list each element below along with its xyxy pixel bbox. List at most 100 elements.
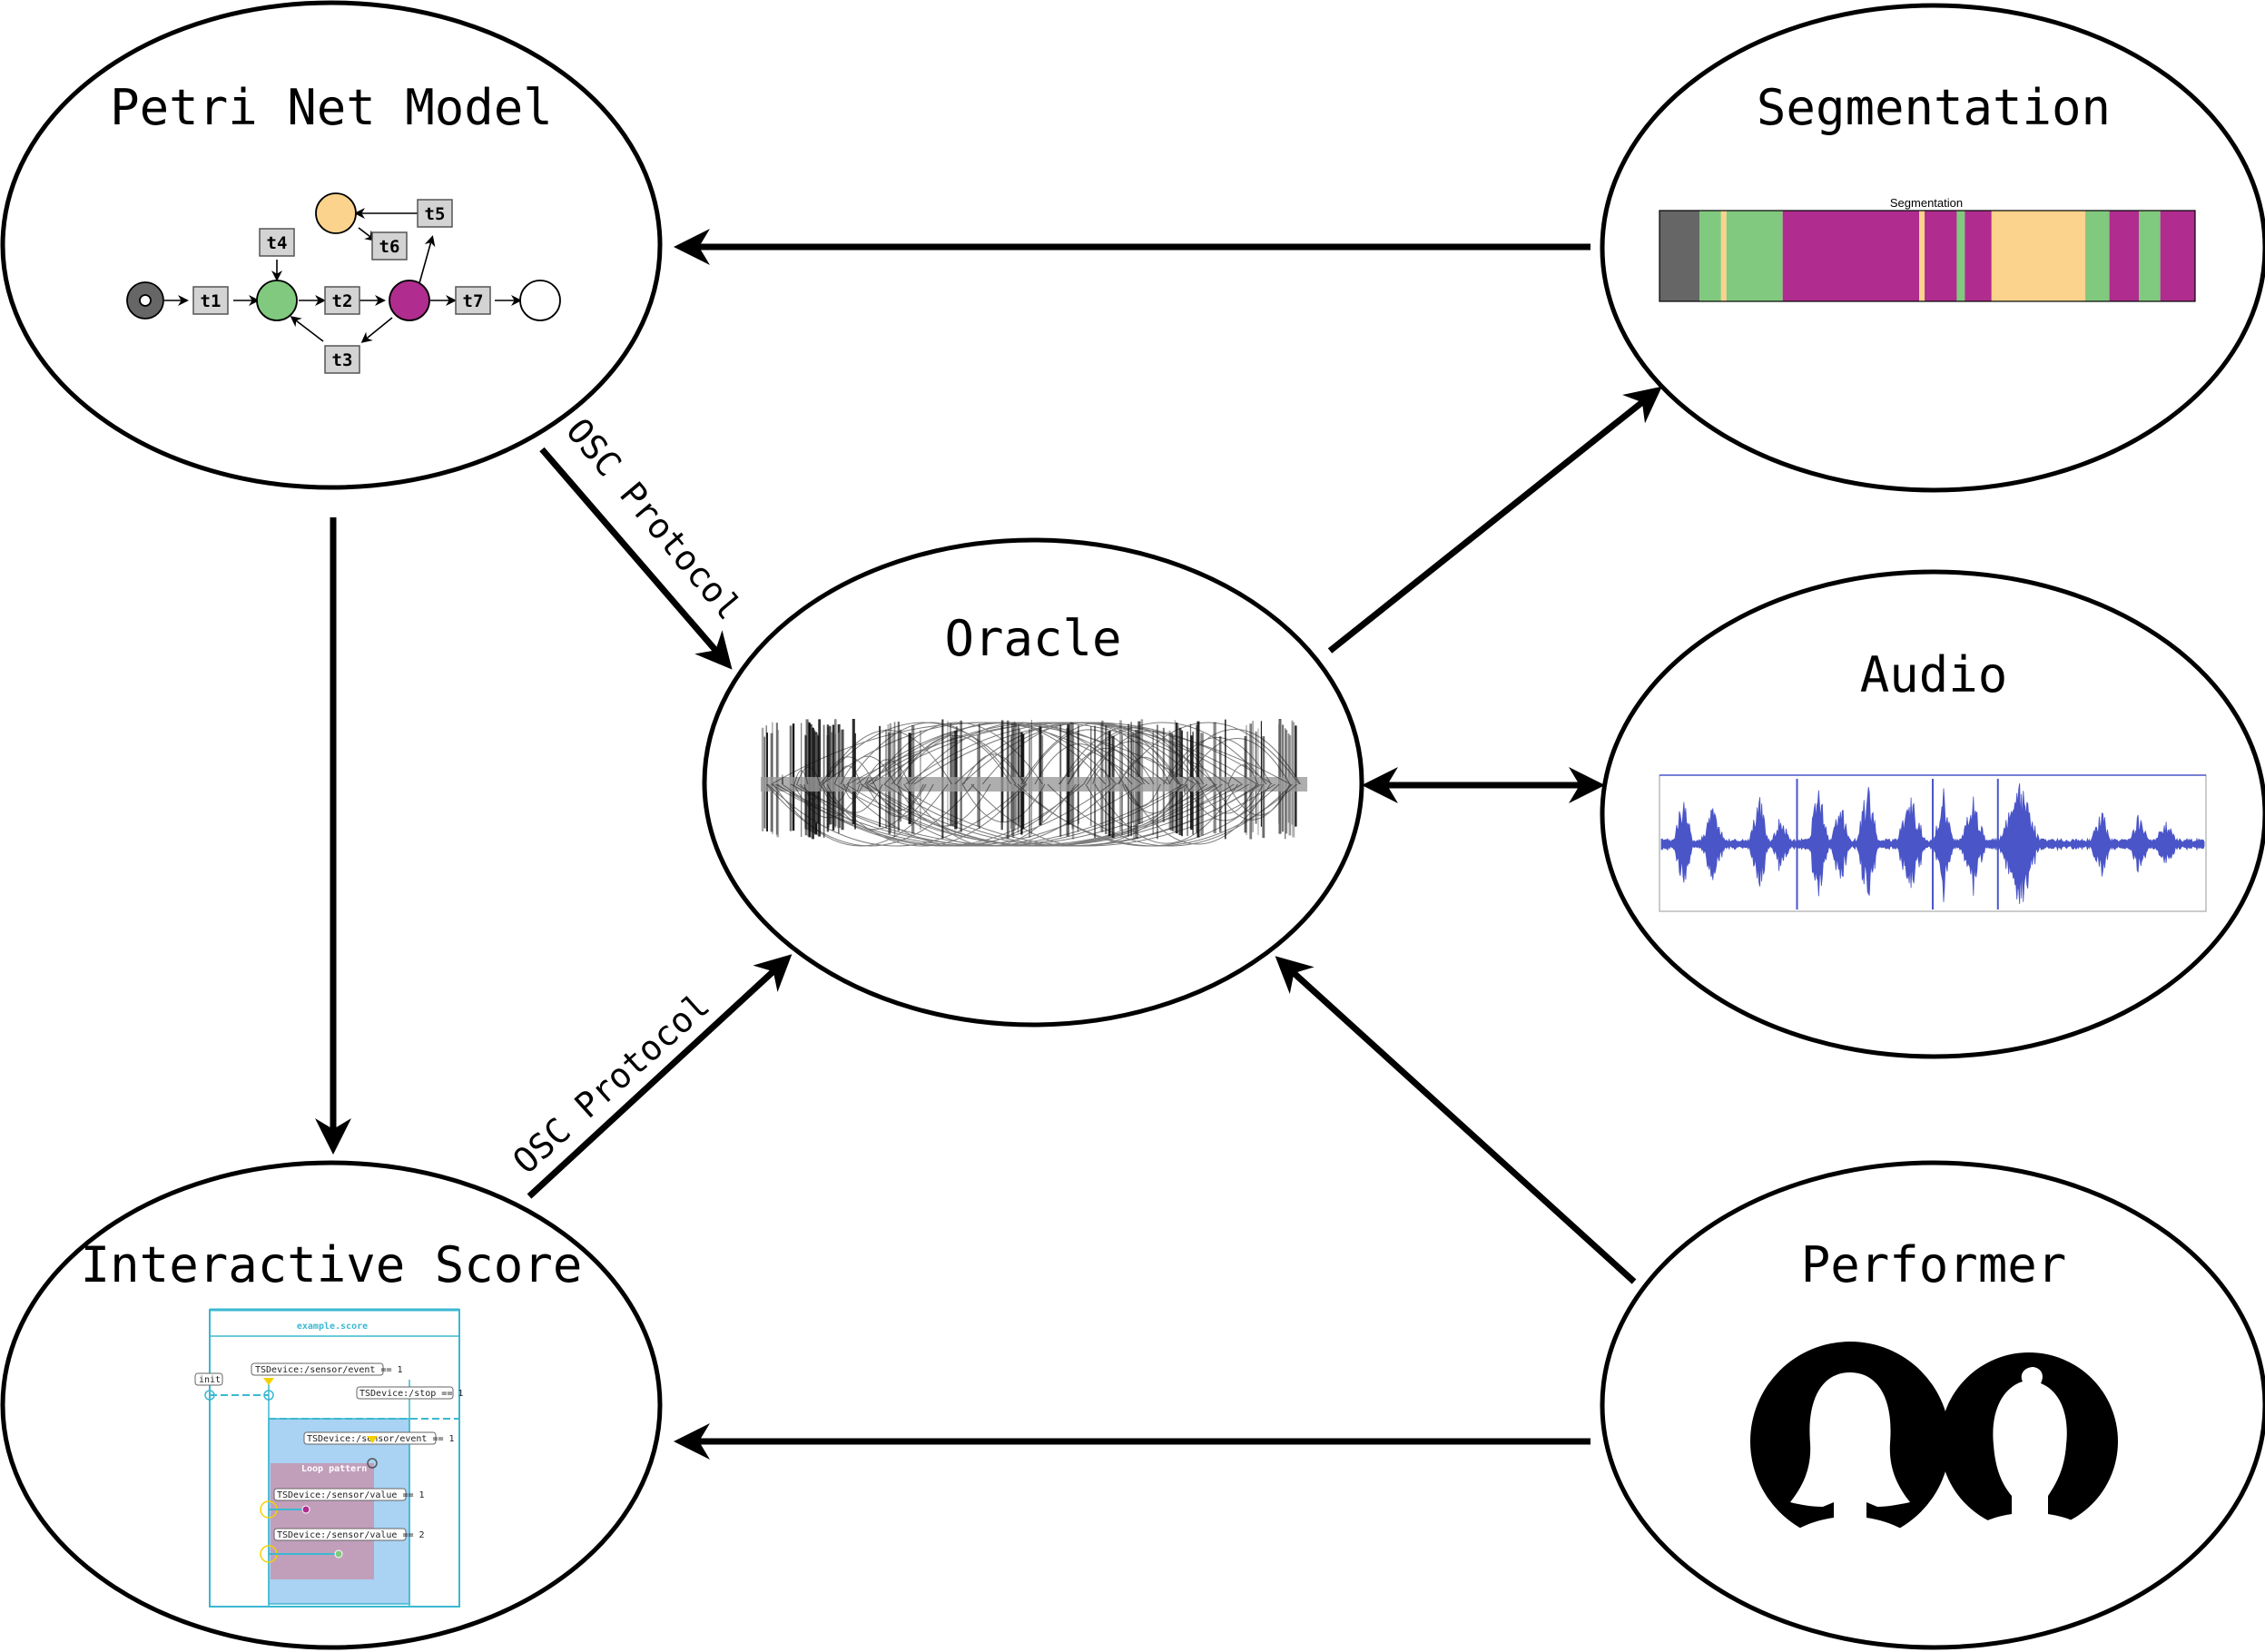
segment-magenta bbox=[1782, 211, 1920, 301]
transition-t5 bbox=[417, 199, 453, 228]
label-t7: t7 bbox=[463, 291, 484, 311]
oracle-arc bbox=[1168, 728, 1301, 785]
oracle-arc bbox=[913, 722, 1273, 785]
oracle-arc bbox=[1083, 741, 1181, 785]
segmentation-chart-title: Segmentation bbox=[1890, 196, 1963, 210]
score-stop: TSDevice:/stop == 1 bbox=[359, 1389, 463, 1399]
loop-inner bbox=[271, 1463, 374, 1579]
oracle-arc bbox=[897, 734, 1012, 785]
oracle-arc bbox=[821, 756, 875, 785]
oracle-arc bbox=[864, 759, 911, 785]
place-magenta bbox=[389, 280, 430, 321]
segment-green bbox=[2085, 211, 2110, 301]
segmentation-title: Segmentation bbox=[1757, 79, 2111, 136]
segment-magenta bbox=[1965, 211, 1992, 301]
segment-orange bbox=[1919, 211, 1925, 301]
oracle-arc bbox=[847, 722, 1291, 785]
oracle-arc bbox=[1214, 783, 1291, 821]
oracle-arc bbox=[861, 783, 1217, 847]
segment-magenta bbox=[2109, 211, 2140, 301]
edge-petri-to-oracle bbox=[539, 447, 733, 670]
oracle-arc bbox=[873, 783, 924, 811]
oracle-arc bbox=[781, 774, 784, 785]
oracle-arc bbox=[1092, 768, 1111, 785]
interactive-score-title: Interactive Score bbox=[81, 1236, 583, 1293]
oracle-arc bbox=[822, 783, 927, 831]
performer-male-icon bbox=[1940, 1352, 2118, 1554]
segment-gray bbox=[1659, 211, 1700, 301]
petri-net-title: Petri Net Model bbox=[110, 79, 553, 136]
oracle-arc bbox=[1184, 737, 1291, 785]
oracle-arc bbox=[1227, 783, 1292, 816]
oracle-arc bbox=[1163, 737, 1272, 785]
transition-t2 bbox=[324, 286, 360, 315]
oracle-arc bbox=[1118, 757, 1171, 785]
oracle-arc bbox=[1094, 783, 1238, 844]
oracle-arc bbox=[863, 722, 1229, 785]
score-init: init bbox=[199, 1375, 221, 1385]
oracle-arc bbox=[840, 755, 896, 785]
oracle-title: Oracle bbox=[944, 610, 1121, 667]
oracle-arc bbox=[1183, 783, 1187, 795]
segment-magenta bbox=[2160, 211, 2195, 301]
oracle-arc bbox=[883, 783, 1260, 847]
oracle-band bbox=[761, 777, 1307, 792]
score-cond-2: TSDevice:/sensor/event == 1 bbox=[307, 1434, 455, 1444]
oracle-arc bbox=[803, 783, 823, 801]
segmentation-frame bbox=[1659, 210, 2196, 302]
segmentation-chart: Segmentation bbox=[1659, 196, 2196, 302]
oracle-arc bbox=[822, 722, 1144, 785]
segment-green bbox=[1956, 211, 1965, 301]
oracle-arc bbox=[856, 722, 1168, 785]
performer-female-icon bbox=[1750, 1342, 1950, 1559]
oracle-illustration bbox=[761, 719, 1307, 847]
oracle-arc bbox=[822, 730, 952, 785]
label-t3: t3 bbox=[332, 350, 353, 370]
oracle-arc bbox=[1058, 722, 1267, 785]
segment-orange bbox=[1720, 211, 1727, 301]
score-cond-1: TSDevice:/sensor/event == 1 bbox=[255, 1365, 403, 1375]
osc-protocol-label-top: OSC Protocol bbox=[558, 411, 749, 628]
edge-performer-to-oracle bbox=[1275, 956, 1637, 1284]
transition-t3 bbox=[324, 345, 360, 374]
oracle-arc bbox=[896, 783, 991, 827]
transition-t1 bbox=[192, 286, 229, 315]
score-val-1: TSDevice:/sensor/value == 1 bbox=[277, 1490, 425, 1500]
segmentation-bars bbox=[1659, 211, 2195, 301]
score-val-2: TSDevice:/sensor/value == 2 bbox=[277, 1530, 425, 1540]
oracle-arc bbox=[1124, 783, 1182, 814]
oracle-arc bbox=[765, 783, 975, 847]
segment-green bbox=[1699, 211, 1721, 301]
interactive-score-illustration: example.score TSDevice:/sensor/event == … bbox=[194, 1308, 463, 1608]
oracle-arc bbox=[843, 783, 861, 800]
label-t2: t2 bbox=[332, 291, 353, 311]
oracle-arc bbox=[1124, 783, 1271, 845]
petri-net-illustration: t1 t2 t3 t4 t5 t6 t7 bbox=[126, 192, 561, 374]
score-title: example.score bbox=[297, 1322, 368, 1332]
oracle-arc bbox=[961, 783, 1046, 822]
node-petri-net bbox=[0, 0, 663, 490]
oracle-arc bbox=[1227, 764, 1258, 785]
oracle-arc bbox=[795, 783, 1188, 847]
label-t6: t6 bbox=[379, 237, 400, 257]
place-orange bbox=[315, 192, 357, 234]
oracle-arc bbox=[796, 766, 821, 785]
oracle-arc bbox=[1034, 743, 1125, 785]
edge-score-to-oracle bbox=[527, 954, 793, 1199]
oracle-arc bbox=[963, 753, 1025, 785]
oracle-arc bbox=[872, 722, 1043, 785]
edge-oracle-to-segmentation bbox=[1327, 386, 1662, 654]
segment-orange bbox=[1991, 211, 2086, 301]
oracle-arc bbox=[767, 783, 1026, 847]
audio-title: Audio bbox=[1860, 646, 2008, 703]
transition-t4 bbox=[259, 228, 295, 257]
segment-green bbox=[1726, 211, 1783, 301]
oracle-arc bbox=[793, 783, 864, 819]
performer-icons bbox=[1750, 1342, 2118, 1559]
oracle-arc bbox=[1017, 783, 1280, 847]
label-t5: t5 bbox=[425, 204, 446, 224]
transition-t7 bbox=[455, 286, 491, 315]
edges bbox=[315, 229, 1662, 1460]
score-loop-label: Loop pattern bbox=[301, 1464, 367, 1474]
